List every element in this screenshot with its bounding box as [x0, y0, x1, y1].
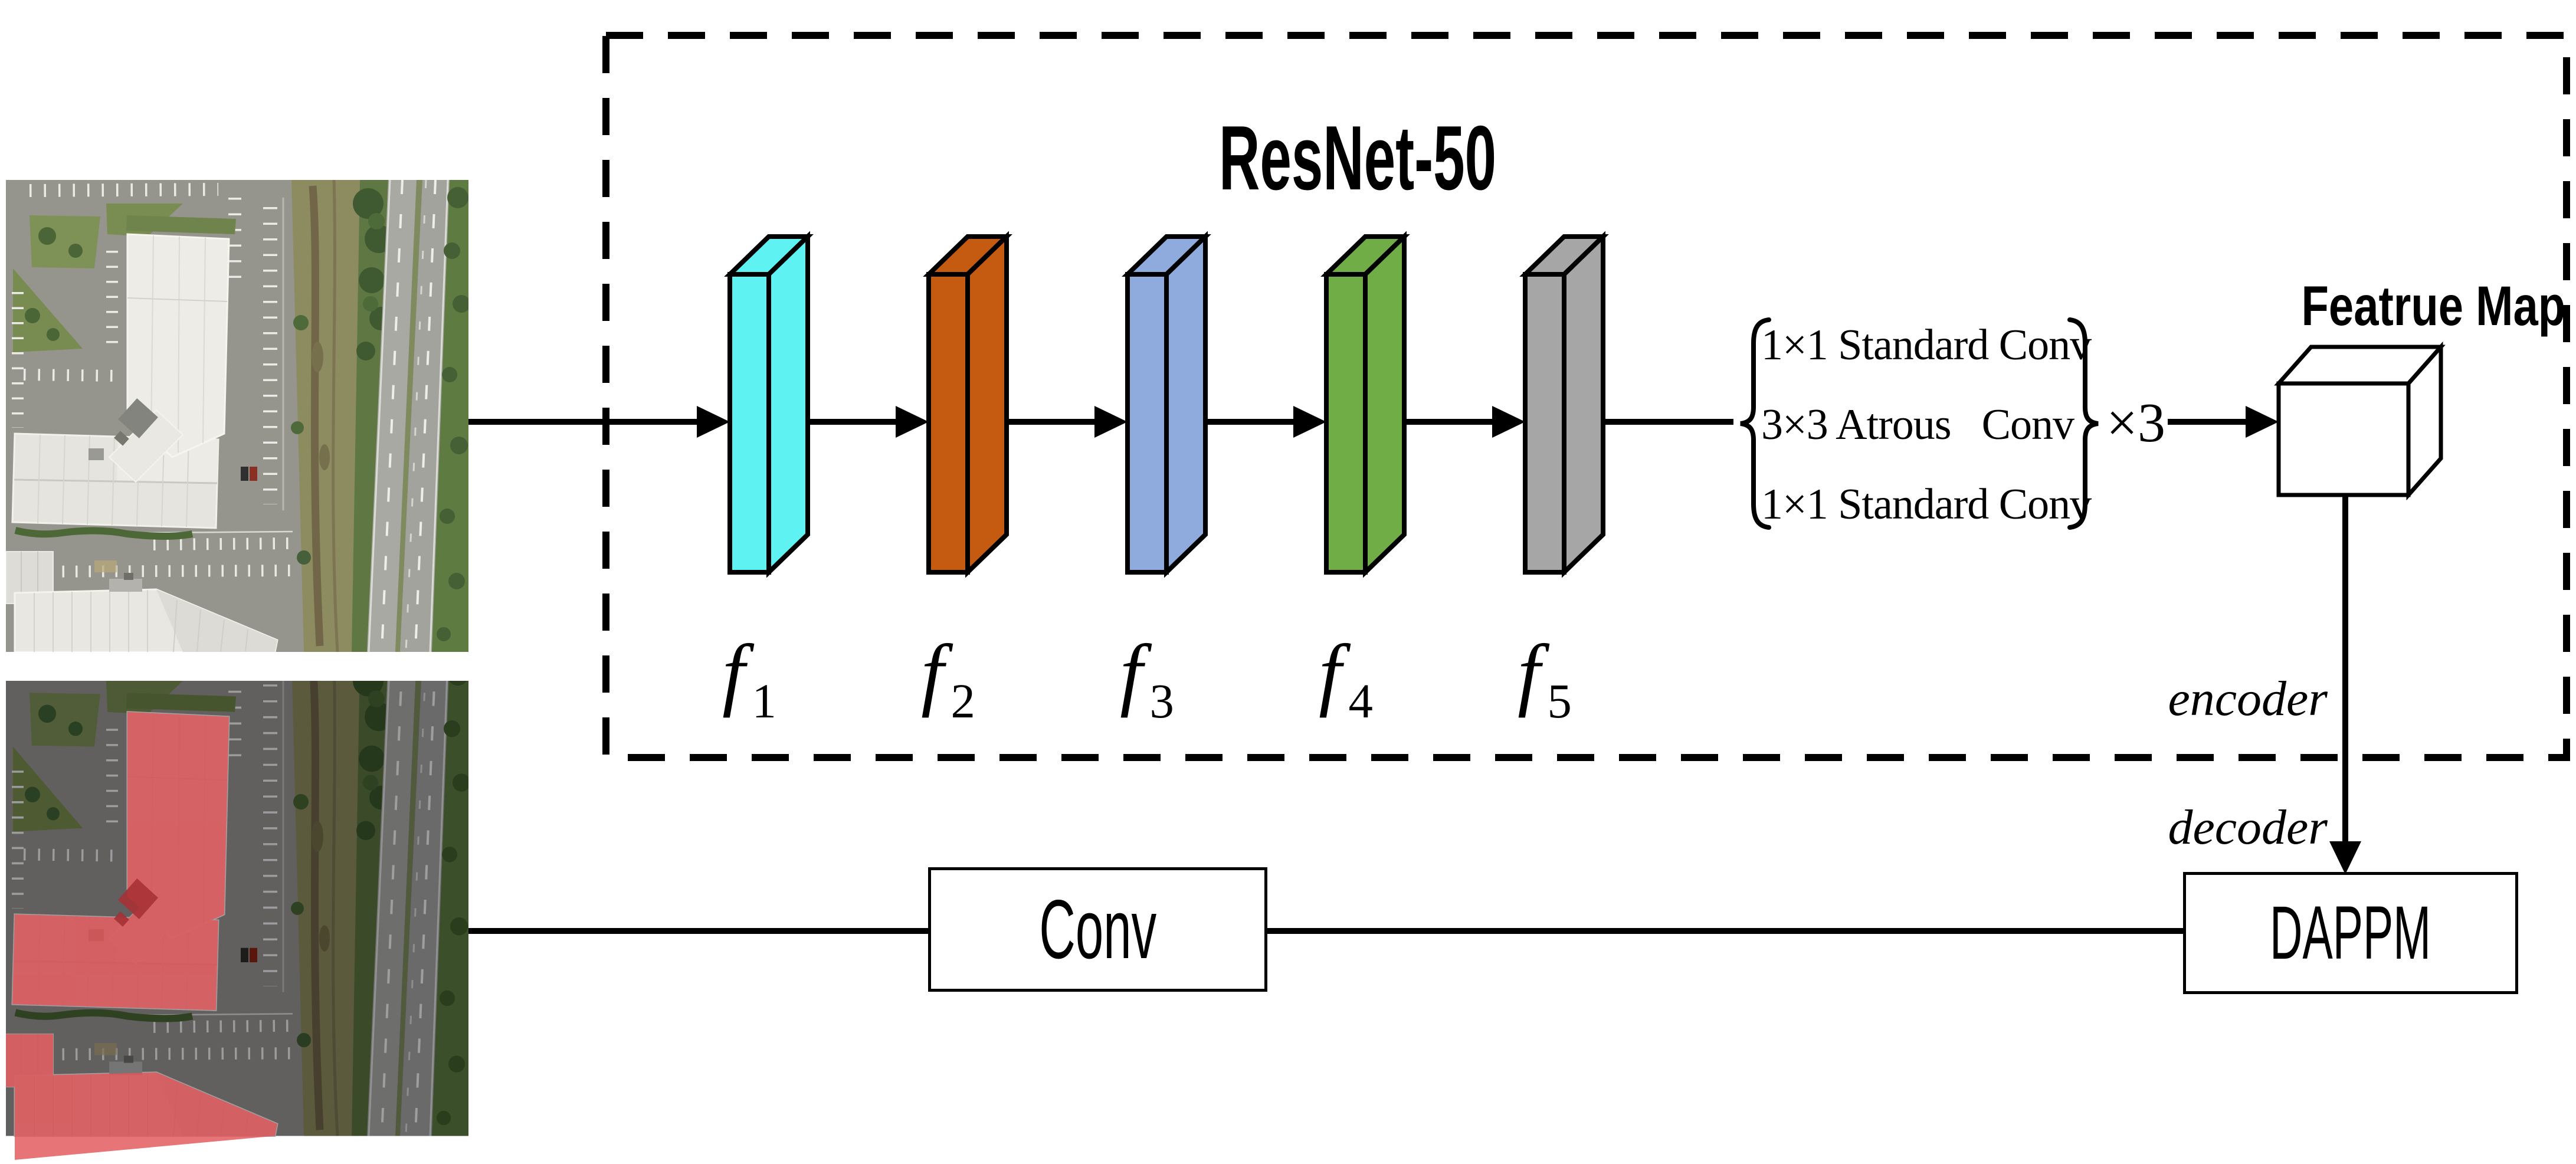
- resnet50-title: ResNet-50: [1219, 107, 1497, 209]
- encoder-decoder-arrow: [2329, 495, 2361, 874]
- dappm-node-box: DAPPM: [2183, 872, 2518, 994]
- feature-map-cube: [2274, 341, 2446, 501]
- decoder-label: decoder: [2168, 800, 2328, 855]
- aerial-input-image: [6, 180, 468, 652]
- stage-block-f4: [1320, 231, 1410, 578]
- f3-base: f: [1120, 628, 1143, 718]
- f1-sub: 1: [752, 673, 776, 728]
- conv-node-label: Conv: [1039, 882, 1156, 976]
- f5-sub: 5: [1547, 673, 1572, 728]
- f5-base: f: [1518, 628, 1541, 718]
- dappm-node-label: DAPPM: [2270, 890, 2431, 975]
- encoder-label: encoder: [2168, 671, 2328, 726]
- aerial-photo-svg: [6, 180, 468, 652]
- building-mask-polygons: [6, 711, 277, 1160]
- conv-spec-row3: 1×1 Standard Conv: [1761, 480, 2092, 529]
- conv-spec-row2: 3×3 Atrous Conv: [1761, 385, 2074, 465]
- conv-spec-row2-right: Conv: [1981, 401, 2074, 449]
- f3-sub: 3: [1149, 673, 1174, 728]
- mask-photo-svg: [6, 681, 468, 1160]
- f2-sub: 2: [951, 673, 975, 728]
- conv-spec-row1: 1×1 Standard Conv: [1761, 321, 2092, 369]
- stage-block-f2: [923, 231, 1012, 578]
- f4-base: f: [1319, 628, 1342, 718]
- feature-map-label: Featrue Map: [2301, 275, 2566, 337]
- stage-block-f5: [1519, 231, 1609, 578]
- f2-base: f: [921, 628, 944, 718]
- conv-spec-multiplier: ×3: [2106, 392, 2166, 454]
- stage-block-f1: [724, 231, 814, 578]
- stage-block-f3: [1122, 231, 1211, 578]
- conv-node-box: Conv: [928, 867, 1267, 992]
- f4-sub: 4: [1348, 673, 1373, 728]
- conv-spec-row2-left: 3×3 Atrous: [1761, 401, 1952, 449]
- building-mask-image: [6, 681, 468, 1160]
- conv-spec-text: 1×1 Standard Conv 3×3 Atrous Conv 1×1 St…: [1761, 306, 2092, 545]
- f1-base: f: [722, 628, 745, 718]
- stage-blocks: [724, 231, 1609, 578]
- building-mask-dark-details: [114, 878, 158, 927]
